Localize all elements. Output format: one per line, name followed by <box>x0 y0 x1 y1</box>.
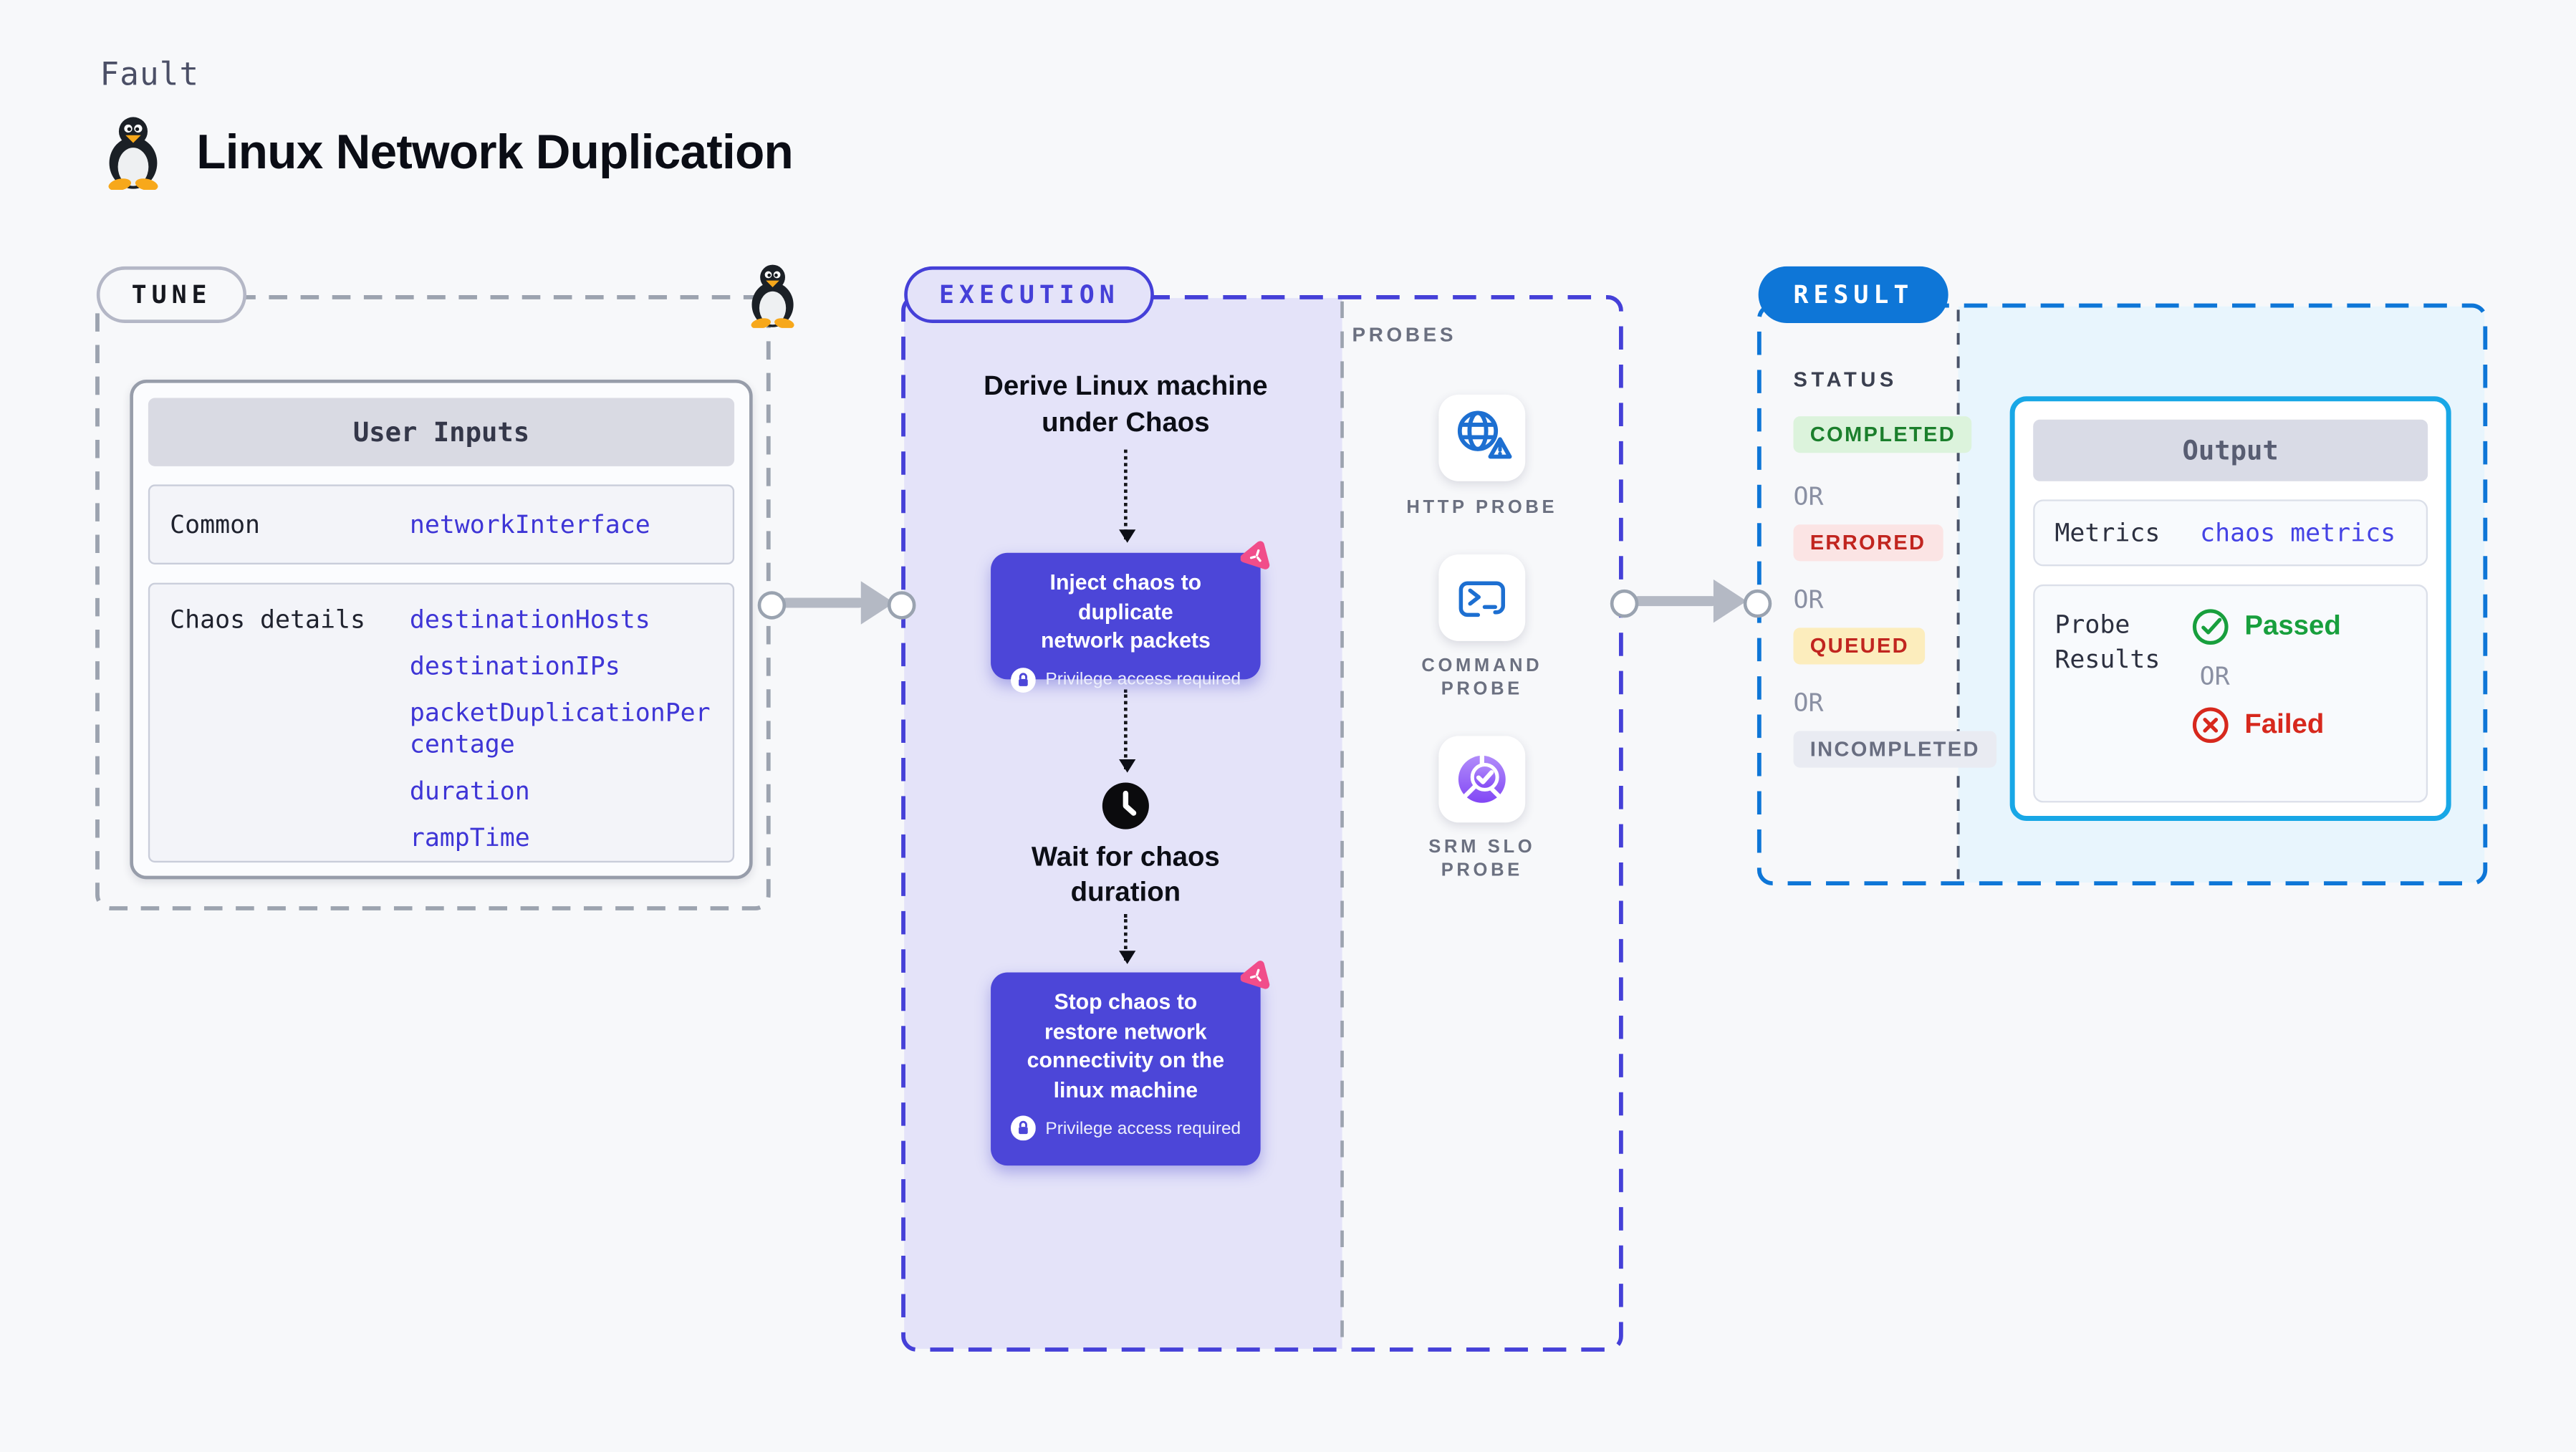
x-circle-icon <box>2192 707 2229 744</box>
result-dashed-box <box>1756 303 2488 886</box>
linux-tux-icon <box>108 117 158 190</box>
output-row-metrics: Metrics chaos metrics <box>2033 499 2428 567</box>
flow-arrow-down <box>1118 689 1135 773</box>
status-badge-incompleted: INCOMPLETED <box>1793 731 1997 768</box>
chaos-value: duration <box>409 776 530 807</box>
output-header: Output <box>2033 419 2428 481</box>
status-badge-errored: ERRORED <box>1793 524 1943 562</box>
status-badge-queued: QUEUED <box>1793 628 1926 665</box>
passed-label: Passed <box>2244 611 2341 641</box>
linux-tux-icon <box>751 264 794 328</box>
failed-label: Failed <box>2244 709 2325 740</box>
execution-badge: EXECUTION <box>904 266 1155 323</box>
chaos-value: destinationIPs <box>409 650 620 681</box>
arrow-right-icon <box>781 597 865 607</box>
check-circle-icon <box>2192 609 2229 645</box>
user-input-row-chaos: Chaos details destinationHosts destinati… <box>148 582 735 863</box>
privilege-note: Privilege access required <box>1004 666 1247 692</box>
step-inject-chaos: Inject chaos to duplicate network packet… <box>991 541 1270 692</box>
lock-icon <box>1010 1115 1036 1141</box>
chaos-value: packetDuplicationPercentage <box>409 697 711 759</box>
step-derive-machine: Derive Linux machine under Chaos <box>984 371 1268 438</box>
chaos-values-list: destinationHosts destinationIPs packetDu… <box>410 605 713 870</box>
chaos-scenario-icon <box>1240 961 1270 989</box>
step-wait-duration: Wait for chaos duration <box>1031 842 1220 908</box>
connector-dot <box>1610 589 1639 618</box>
step-stop-chaos: Stop chaos to restore network connectivi… <box>991 961 1270 1166</box>
connector-dot <box>757 591 787 620</box>
probe-card-http <box>1438 394 1526 481</box>
chaos-scenario-icon <box>1240 541 1270 569</box>
metrics-label: Metrics <box>2054 517 2161 548</box>
step-title: Inject chaos to duplicate network packet… <box>1040 569 1211 653</box>
probe-label-srm-slo: SRM SLO PROBE <box>1428 837 1536 881</box>
status-badge-completed: COMPLETED <box>1793 416 1973 453</box>
arrow-right-icon <box>1633 596 1717 605</box>
row-value: networkInterface <box>409 509 650 540</box>
user-input-row-common: Common networkInterface <box>148 484 735 565</box>
probe-label-http: HTTP PROBE <box>1406 498 1558 518</box>
lock-icon <box>1010 666 1036 692</box>
status-or-separator: OR <box>1793 688 1824 718</box>
failed-line: Failed <box>2191 706 2341 744</box>
output-or-separator: OR <box>2199 660 2230 691</box>
probe-card-command <box>1438 554 1526 641</box>
probe-results-values: Passed OR Failed <box>2191 607 2341 779</box>
flow-arrow-down <box>1118 449 1135 543</box>
status-or-separator: OR <box>1793 481 1824 511</box>
result-badge: RESULT <box>1758 266 1949 323</box>
tune-badge: TUNE <box>96 266 247 323</box>
probe-results-label: Probe Results <box>2054 609 2161 675</box>
connector-dot <box>887 591 916 620</box>
user-inputs-header: User Inputs <box>148 398 735 466</box>
fault-eyebrow: Fault <box>100 57 200 94</box>
output-card: Output Metrics chaos metrics Probe Resul… <box>2009 396 2451 821</box>
chaos-value: rampTime <box>409 822 530 853</box>
user-inputs-card: User Inputs Common networkInterface Chao… <box>130 379 753 880</box>
step-title: Stop chaos to restore network connectivi… <box>1027 989 1225 1102</box>
probe-label-command: COMMAND PROBE <box>1421 655 1543 700</box>
privilege-note-label: Privilege access required <box>1045 669 1241 690</box>
output-row-probe-results: Probe Results Passed OR Failed <box>2033 584 2428 803</box>
globe-warning-icon <box>1457 410 1514 459</box>
passed-line: Passed <box>2191 607 2341 645</box>
status-or-separator: OR <box>1793 584 1824 615</box>
arrow-right-icon <box>1713 579 1747 623</box>
status-label: STATUS <box>1793 367 1898 392</box>
page-title: Linux Network Duplication <box>196 126 794 181</box>
chaos-value: destinationHosts <box>409 604 650 635</box>
execution-dashed-box <box>901 295 1623 1352</box>
probes-label: PROBES <box>1352 322 1457 347</box>
slo-donut-icon <box>1458 753 1506 803</box>
terminal-icon <box>1458 581 1506 617</box>
row-label: Common <box>170 509 261 540</box>
row-label: Chaos details <box>170 604 366 635</box>
metrics-value: chaos metrics <box>2200 517 2396 548</box>
clock-icon <box>1102 782 1149 830</box>
privilege-note: Privilege access required <box>1004 1115 1247 1141</box>
flow-arrow-down <box>1118 914 1135 964</box>
connector-dot <box>1743 589 1772 618</box>
probe-card-srm-slo <box>1438 736 1526 823</box>
privilege-note-label: Privilege access required <box>1045 1117 1241 1138</box>
